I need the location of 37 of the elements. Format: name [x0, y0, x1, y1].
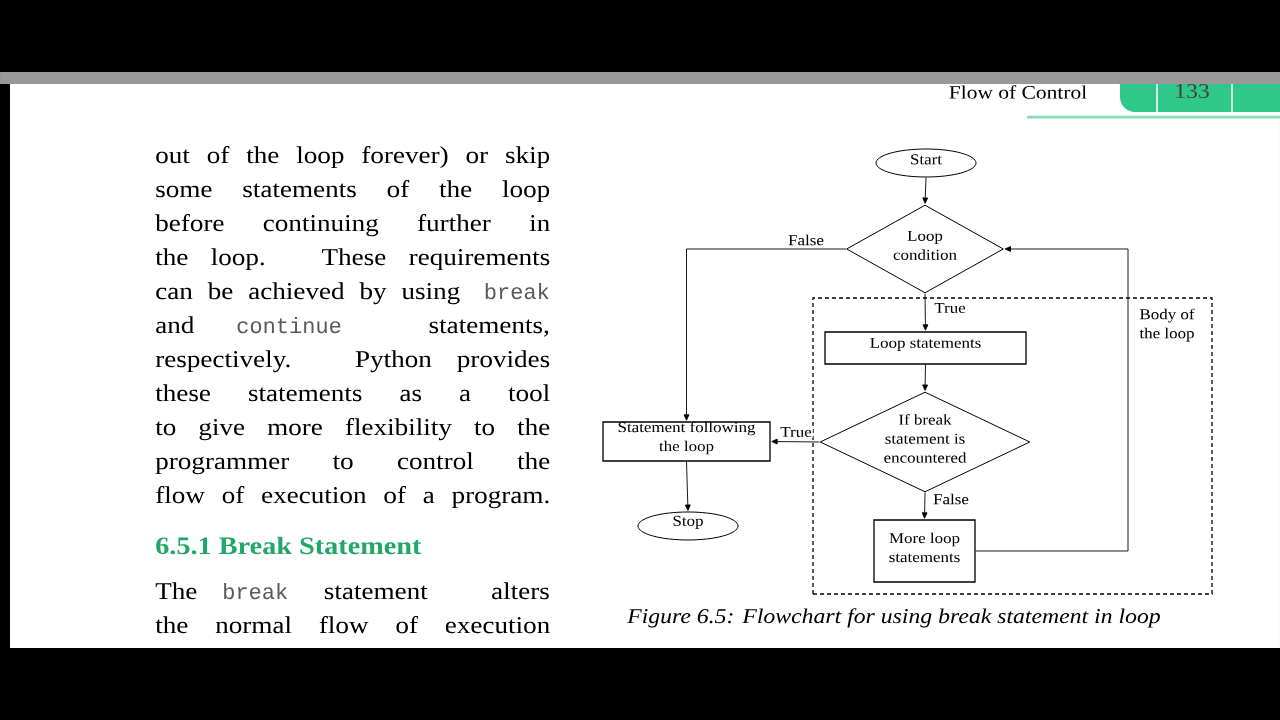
- page-number: 133: [1176, 83, 1209, 99]
- arrow: [771, 438, 820, 445]
- arrow: [684, 461, 691, 511]
- stop-terminal: Stop: [637, 511, 739, 541]
- text-line: the loop. These requirements: [155, 248, 550, 271]
- arrow: [683, 248, 847, 421]
- edge-label: True: [779, 426, 813, 438]
- process-box: Statement following the loop: [602, 421, 771, 462]
- text-line: statements,: [429, 319, 549, 337]
- text-line: statement alters: [324, 582, 549, 600]
- text-line: the normal flow of execution: [155, 616, 550, 634]
- figure-caption: Figure 6.5: Flowchart for using break statement in loop: [627, 608, 1160, 628]
- start-terminal: Start: [875, 148, 977, 178]
- text-line: before continuing further in: [155, 214, 550, 237]
- process-box: Loop statements: [824, 331, 1027, 365]
- code-word: break: [485, 283, 549, 300]
- text-line: to give more flexibility to the: [155, 418, 550, 441]
- text-line: flow of execution of a program.: [156, 486, 549, 509]
- edge-label: True: [933, 302, 967, 314]
- arrow: [975, 246, 1129, 552]
- text-line: programmer to control the: [155, 452, 550, 475]
- code-word: continue: [237, 317, 341, 334]
- text-line: some statements of the loop: [156, 180, 550, 203]
- section-heading: 6.5.1 Break Statement: [156, 536, 422, 555]
- text-line: these statements as a tool: [155, 384, 550, 402]
- process-box: More loop statements: [873, 519, 976, 583]
- text-line: The: [155, 582, 197, 600]
- running-head: Flow of Control: [949, 85, 1087, 99]
- arrow: [922, 364, 928, 391]
- arrow: [921, 492, 928, 519]
- arrow: [922, 293, 929, 331]
- arrow: [922, 177, 929, 204]
- text-line: can be achieved by using: [156, 282, 460, 305]
- text-line: and: [156, 316, 195, 334]
- text-line: respectively. Python provides: [155, 350, 550, 373]
- code-word: break: [224, 583, 288, 600]
- text-line: out of the loop forever) or skip: [156, 146, 550, 169]
